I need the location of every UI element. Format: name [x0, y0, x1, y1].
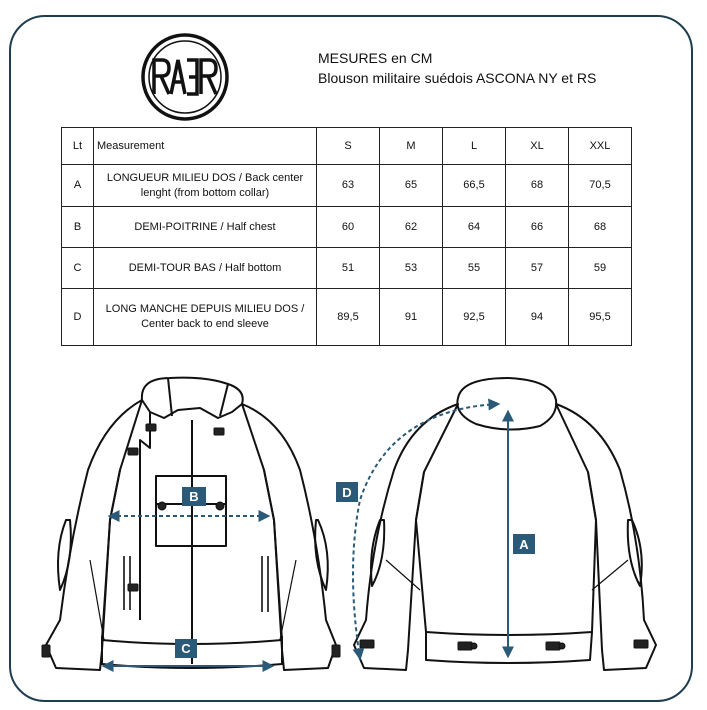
row-letter: C [61, 247, 94, 289]
label-c-badge: C [175, 639, 197, 658]
table-cell: 64 [442, 206, 506, 248]
column-header: L [442, 127, 506, 165]
size-table: Lt Measurement S M L XL XXL A LONGUEUR M… [61, 127, 632, 346]
jacket-diagram: B C A D [41, 376, 657, 672]
table-cell: 66,5 [442, 164, 506, 207]
table-cell: 95,5 [568, 288, 632, 346]
label-b-badge: B [182, 487, 206, 506]
row-measurement: DEMI-POITRINE / Half chest [93, 206, 317, 248]
row-measurement: LONG MANCHE DEPUIS MILIEU DOS / Center b… [93, 288, 317, 346]
label-a-badge: A [513, 534, 535, 554]
back-jacket [353, 377, 657, 671]
table-cell: 65 [379, 164, 443, 207]
page-heading: MESURES en CM Blouson militaire suédois … [318, 48, 596, 88]
table-cell: 68 [505, 164, 569, 207]
table-cell: 89,5 [316, 288, 380, 346]
table-row: C DEMI-TOUR BAS / Half bottom 51 53 55 5… [61, 247, 632, 289]
label-c: C [181, 641, 191, 656]
table-cell: 70,5 [568, 164, 632, 207]
column-header: Lt [61, 127, 94, 165]
table-cell: 92,5 [442, 288, 506, 346]
column-header: M [379, 127, 443, 165]
row-letter: D [61, 288, 94, 346]
heading-line-1: MESURES en CM [318, 50, 433, 66]
table-cell: 57 [505, 247, 569, 289]
back-buttons [359, 639, 649, 651]
table-header-row: Lt Measurement S M L XL XXL [61, 127, 632, 165]
table-cell: 59 [568, 247, 632, 289]
table-row: B DEMI-POITRINE / Half chest 60 62 64 66… [61, 206, 632, 248]
table-cell: 62 [379, 206, 443, 248]
table-cell: 60 [316, 206, 380, 248]
table-row: D LONG MANCHE DEPUIS MILIEU DOS / Center… [61, 288, 632, 346]
front-buttons [41, 423, 341, 658]
arrow-d-sleeve [352, 398, 501, 661]
table-cell: 51 [316, 247, 380, 289]
row-measurement: LONGUEUR MILIEU DOS / Back center lenght… [93, 164, 317, 207]
table-row: A LONGUEUR MILIEU DOS / Back center leng… [61, 164, 632, 207]
measurement-line: Center back to end sleeve [141, 318, 269, 330]
label-a: A [519, 537, 529, 552]
brand-logo [141, 33, 229, 121]
column-header: XXL [568, 127, 632, 165]
measurement-arrows [101, 398, 514, 672]
row-measurement: DEMI-TOUR BAS / Half bottom [93, 247, 317, 289]
table-cell: 55 [442, 247, 506, 289]
label-d: D [342, 485, 351, 500]
table-cell: 63 [316, 164, 380, 207]
heading-line-2: Blouson militaire suédois ASCONA NY et R… [318, 70, 597, 86]
column-header: S [316, 127, 380, 165]
card-frame [9, 15, 693, 702]
measurement-line: LONG MANCHE DEPUIS MILIEU DOS / [105, 303, 305, 315]
table-cell: 91 [379, 288, 443, 346]
table-cell: 94 [505, 288, 569, 346]
column-header: XL [505, 127, 569, 165]
row-letter: B [61, 206, 94, 248]
measurement-line: LONGUEUR MILIEU DOS / Back center [106, 171, 304, 184]
table-cell: 68 [568, 206, 632, 248]
measurement-line: lenght (from bottom collar) [140, 186, 270, 199]
table-cell: 53 [379, 247, 443, 289]
column-header: Measurement [93, 127, 317, 165]
label-d-badge: D [336, 482, 358, 502]
table-cell: 66 [505, 206, 569, 248]
label-b: B [189, 489, 198, 504]
row-letter: A [61, 164, 94, 207]
front-jacket [45, 376, 337, 671]
